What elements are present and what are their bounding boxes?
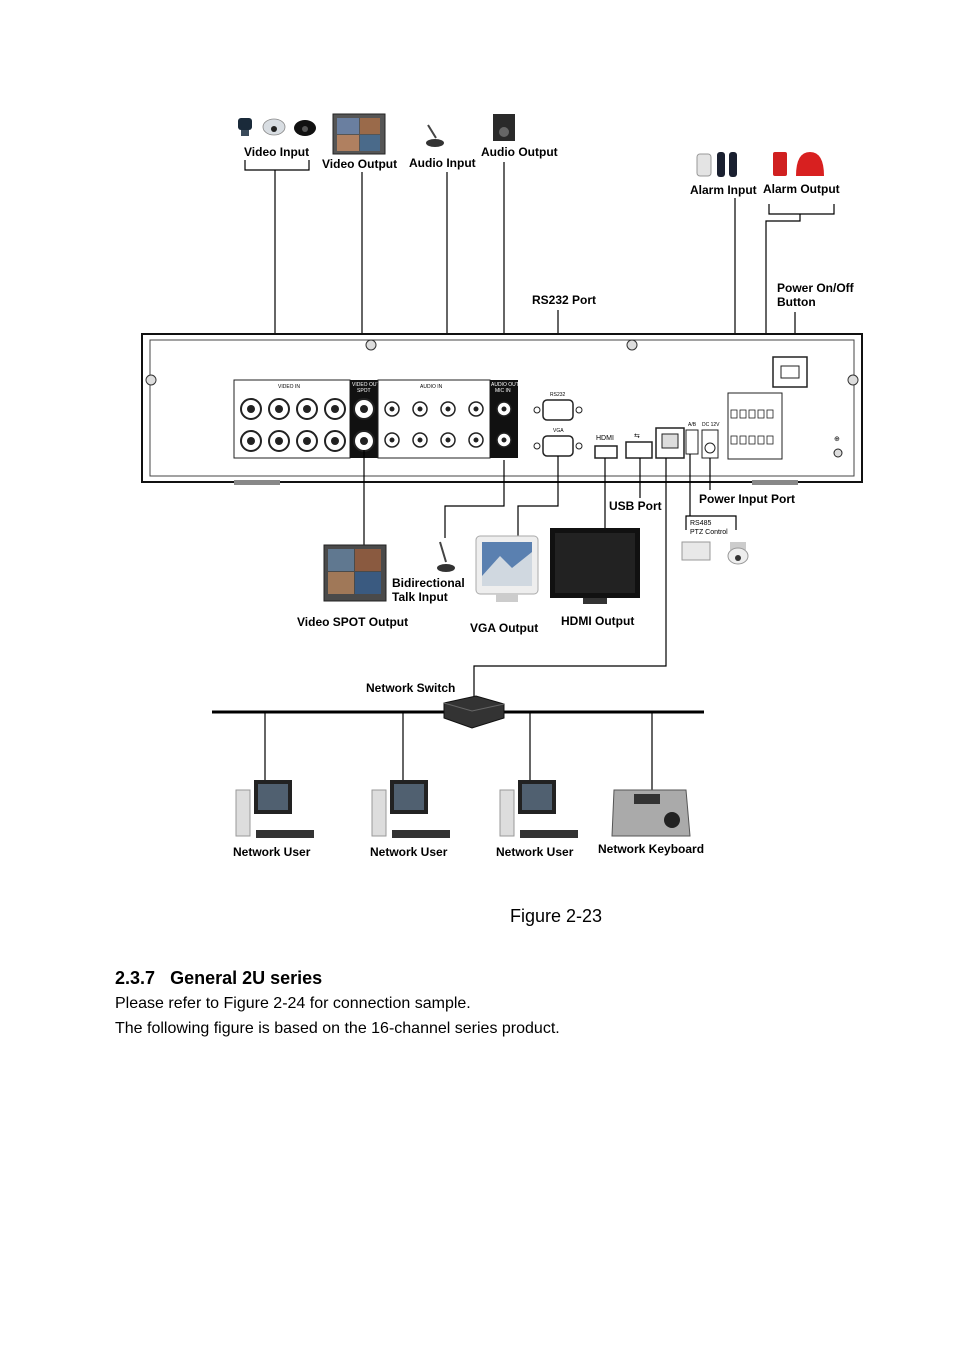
rs485-label-line2: PTZ Control bbox=[690, 529, 728, 536]
power-button-label-line1: Power On/Off bbox=[777, 281, 855, 295]
panel-video-out-label: VIDEO OUT bbox=[352, 382, 380, 388]
speaker-icon bbox=[493, 114, 515, 141]
alarm-light-icon bbox=[773, 152, 824, 176]
panel-audio-out-label: AUDIO OUT bbox=[491, 382, 519, 388]
rs485-label-line1: RS485 bbox=[690, 520, 712, 527]
panel-rs232-label: RS232 bbox=[550, 392, 566, 398]
connection-diagram: Video Input Video Output Audio Input Aud… bbox=[141, 113, 863, 859]
bidirectional-label-line1: Bidirectional bbox=[392, 576, 465, 590]
vga-monitor-icon bbox=[475, 535, 539, 602]
video-in-bnc-connectors bbox=[240, 398, 346, 452]
alarm-input-label: Alarm Input bbox=[690, 183, 757, 197]
panel-mic-in-label: MIC IN bbox=[495, 388, 511, 394]
usb-symbol-icon: ⇆ bbox=[634, 433, 640, 440]
talk-microphone-icon bbox=[437, 541, 455, 572]
spot-monitor-icon bbox=[323, 544, 387, 602]
alarm-output-label: Alarm Output bbox=[763, 182, 840, 196]
ground-icon: ⊕ bbox=[834, 436, 840, 443]
audio-in-rca-connectors bbox=[384, 401, 484, 448]
panel-ab-label: A/B bbox=[688, 422, 697, 428]
rs232-port-label: RS232 Port bbox=[532, 293, 596, 307]
camera-icons bbox=[238, 118, 316, 136]
hdmi-tv-icon bbox=[550, 528, 640, 604]
audio-input-label: Audio Input bbox=[409, 156, 476, 170]
network-user-pc-icon bbox=[499, 780, 578, 838]
alarm-sensor-icon bbox=[696, 152, 737, 177]
network-switch-label: Network Switch bbox=[366, 681, 455, 695]
power-button-label-line2: Button bbox=[777, 295, 816, 309]
paragraph: Please refer to Figure 2-24 for connecti… bbox=[115, 995, 471, 1012]
vga-output-label: VGA Output bbox=[470, 621, 538, 635]
panel-vga-label: VGA bbox=[553, 428, 564, 434]
section-number: 2.3.7 bbox=[115, 968, 156, 988]
dvr-rear-panel: VIDEO IN VIDEO OUT SPOT AUDIO IN bbox=[141, 333, 863, 485]
video-spot-output-label: Video SPOT Output bbox=[297, 615, 408, 629]
network-user-label: Network User bbox=[370, 845, 448, 859]
network-user-label: Network User bbox=[496, 845, 574, 859]
panel-spot-label: SPOT bbox=[357, 388, 371, 394]
network-keyboard-label: Network Keyboard bbox=[598, 842, 704, 856]
microphone-icon bbox=[426, 124, 444, 147]
figure-caption: Figure 2-23 bbox=[510, 906, 603, 926]
audio-output-label: Audio Output bbox=[481, 145, 558, 159]
panel-dc12v-label: DC 12V bbox=[702, 422, 720, 428]
network-user-pc-icon bbox=[235, 780, 314, 838]
section-heading: 2.3.7 General 2U series bbox=[115, 968, 322, 989]
network-user-label: Network User bbox=[233, 845, 311, 859]
power-input-port-label: Power Input Port bbox=[699, 492, 795, 506]
ptz-camera-icons bbox=[681, 541, 749, 565]
network-user-pc-icon bbox=[371, 780, 450, 838]
section-title: General 2U series bbox=[170, 968, 323, 988]
panel-audio-in-label: AUDIO IN bbox=[420, 384, 443, 390]
bidirectional-label-line2: Talk Input bbox=[392, 590, 448, 604]
network-keyboard-icon bbox=[611, 789, 691, 837]
network-switch-icon bbox=[443, 695, 505, 729]
panel-video-in-label: VIDEO IN bbox=[278, 384, 300, 390]
paragraph: The following figure is based on the 16-… bbox=[115, 1020, 560, 1037]
monitor-icon bbox=[332, 113, 386, 155]
video-output-label: Video Output bbox=[322, 157, 397, 171]
video-input-label: Video Input bbox=[244, 145, 309, 159]
hdmi-output-label: HDMI Output bbox=[561, 614, 634, 628]
usb-port-label: USB Port bbox=[609, 499, 662, 513]
panel-hdmi-label: HDMI bbox=[596, 435, 614, 442]
